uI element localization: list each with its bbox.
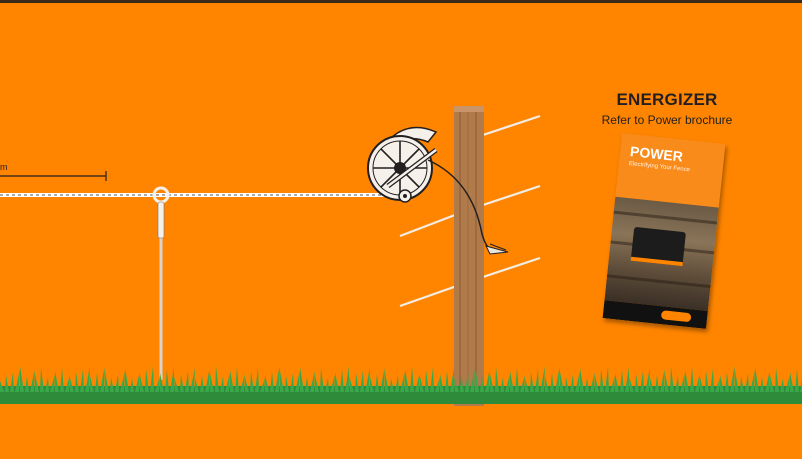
measurement-line bbox=[0, 171, 106, 181]
measurement-label: m bbox=[0, 162, 8, 172]
wooden-post bbox=[454, 106, 484, 406]
energizer-subtitle: Refer to Power brochure bbox=[582, 112, 752, 128]
energizer-label: ENERGIZER Refer to Power brochure bbox=[582, 90, 752, 128]
grass bbox=[0, 366, 802, 404]
top-border bbox=[0, 0, 802, 3]
fence-reel bbox=[368, 128, 436, 202]
energizer-title: ENERGIZER bbox=[582, 90, 752, 110]
tread-in-post bbox=[154, 188, 168, 380]
power-brochure: POWER Electrifying Your Fence bbox=[603, 133, 726, 329]
